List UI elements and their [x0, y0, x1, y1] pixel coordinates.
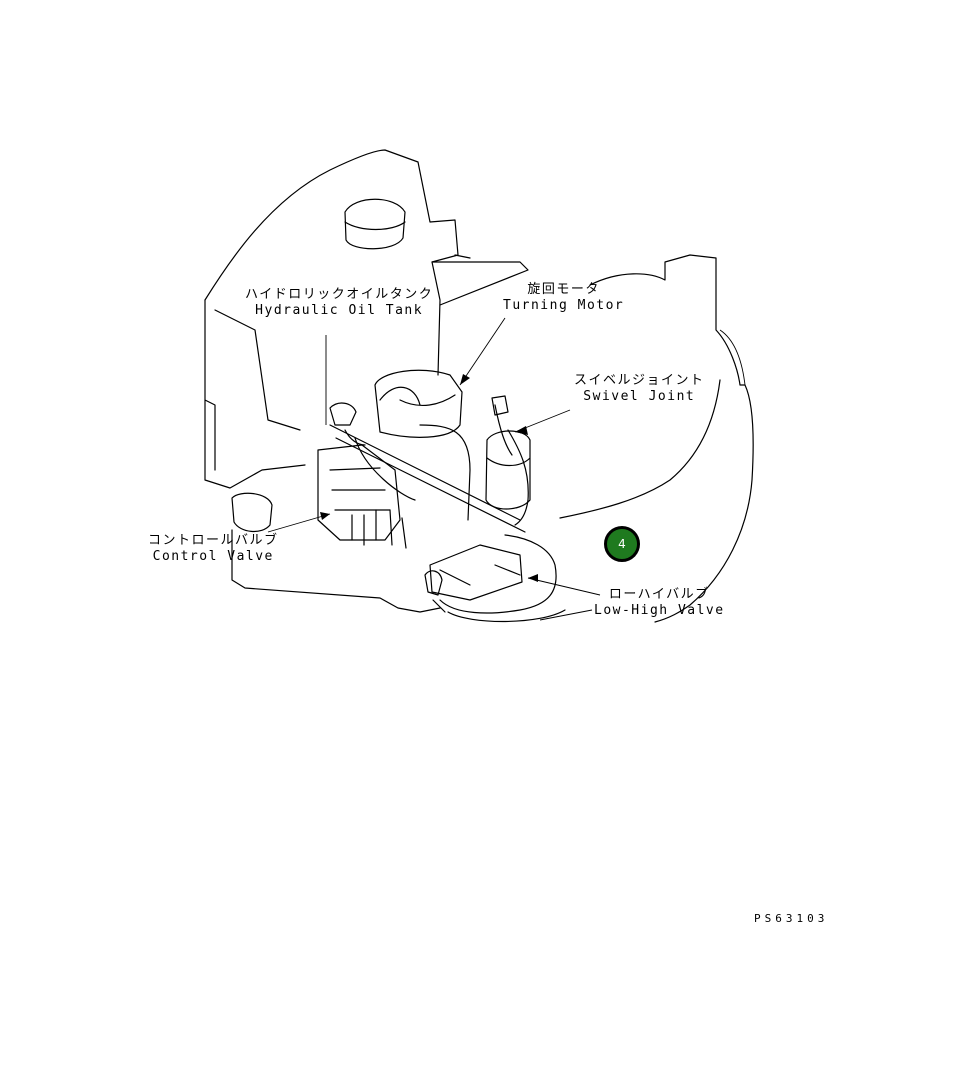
leader-low-high-valve	[527, 577, 601, 596]
turning-motor-body	[374, 369, 463, 438]
left-housing	[231, 492, 273, 532]
motor-fitting	[491, 395, 509, 416]
revolving-frame-outer	[589, 254, 754, 623]
label-swivel-joint: スイベルジョイント Swivel Joint	[574, 373, 705, 405]
label-en: Swivel Joint	[583, 389, 696, 404]
leader-turning-motor	[459, 317, 506, 386]
label-turning-motor: 旋回モータ Turning Motor	[503, 282, 624, 314]
low-high-valve-body	[429, 544, 523, 601]
center-hoses	[354, 386, 471, 521]
oil-tank-outline	[204, 149, 459, 376]
low-high-hose	[439, 534, 566, 623]
label-jp: コントロールバルブ	[148, 533, 279, 548]
swivel-hose	[494, 404, 529, 526]
control-valve-spools	[351, 509, 407, 549]
label-en: Hydraulic Oil Tank	[255, 303, 424, 318]
label-jp: ローハイバルブ	[608, 587, 710, 602]
low-high-fittings	[424, 570, 446, 613]
label-jp: スイベルジョイント	[574, 373, 705, 388]
leader-low-high-valve-2	[539, 609, 593, 621]
arrow-turning-motor	[460, 374, 470, 385]
tank-bracket	[431, 254, 529, 306]
control-valve-block	[317, 444, 401, 541]
revolving-frame-edge	[719, 329, 746, 386]
drawing-code: PS63103	[754, 912, 829, 925]
arrow-control-valve	[320, 512, 330, 520]
label-jp: 旋回モータ	[527, 282, 600, 297]
arrow-swivel-joint	[515, 426, 528, 435]
swivel-joint-body	[485, 430, 531, 510]
left-frame	[204, 299, 306, 489]
label-jp: ハイドロリックオイルタンク	[245, 287, 434, 302]
label-en: Low-High Valve	[594, 603, 725, 618]
label-low-high-valve: ローハイバルブ Low-High Valve	[594, 587, 725, 619]
main-pipe	[329, 424, 526, 533]
label-hydraulic-oil-tank: ハイドロリックオイルタンク Hydraulic Oil Tank	[245, 287, 433, 319]
revolving-frame-inner	[559, 379, 721, 519]
callout-number-badge[interactable]: 4	[604, 526, 640, 562]
label-en: Control Valve	[152, 549, 274, 564]
tank-cap	[344, 198, 406, 250]
label-control-valve: コントロールバルブ Control Valve	[148, 533, 279, 565]
callout-number: 4	[618, 537, 626, 551]
base-outline	[231, 529, 441, 613]
label-en: Turning Motor	[503, 298, 625, 313]
arrow-low-high-valve	[528, 574, 538, 582]
control-valve-fittings	[329, 402, 366, 446]
leader-control-valve	[267, 513, 331, 533]
